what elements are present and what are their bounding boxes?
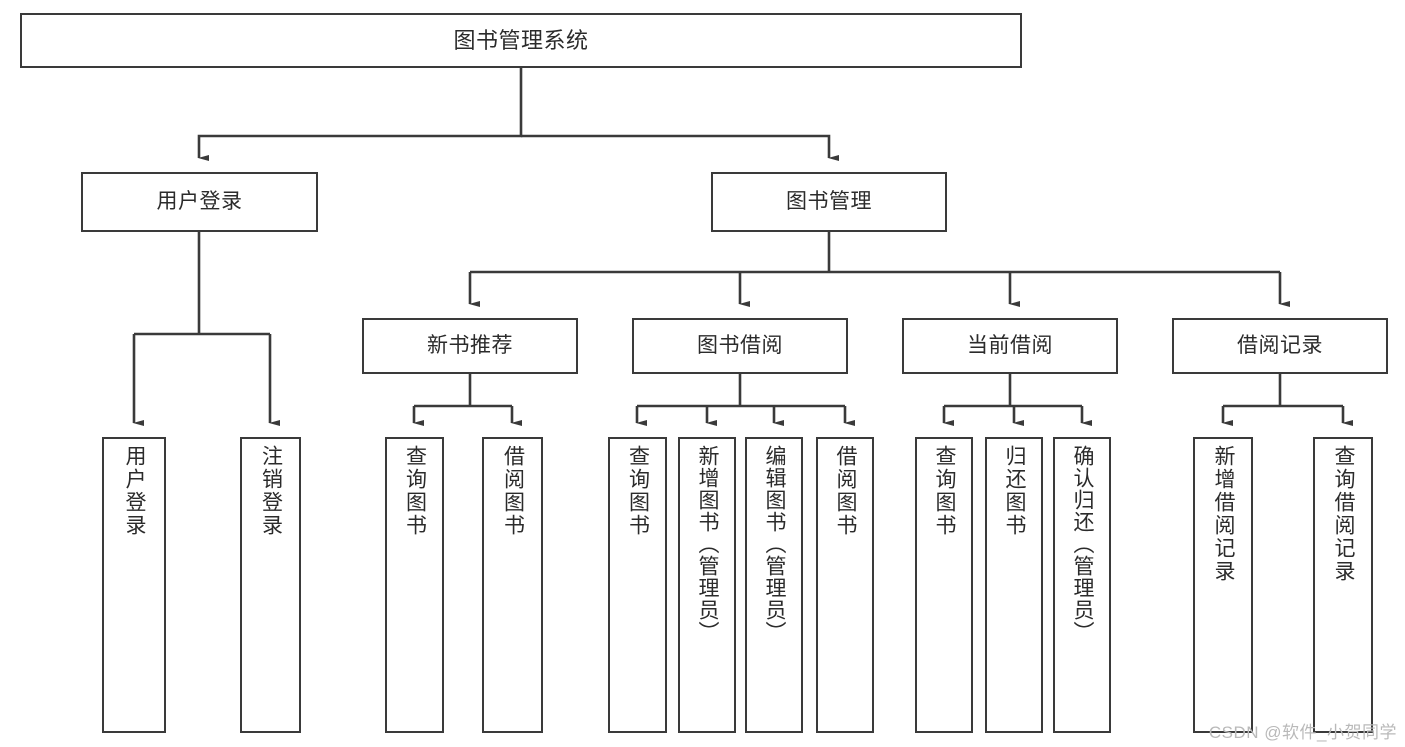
edge-root-to-book-manage	[521, 134, 839, 161]
node-leaf-user-login[interactable]: 用户登录	[102, 437, 166, 733]
node-label: 图书借阅	[697, 333, 783, 357]
node-label: 新增借阅记录	[1212, 445, 1236, 583]
node-label: 借阅图书	[501, 445, 525, 537]
node-leaf-confirm-return-admin[interactable]: 确认归还（管理员）	[1053, 437, 1111, 733]
node-book-manage[interactable]: 图书管理	[711, 172, 947, 232]
node-label: 新增图书（管理员）	[696, 445, 720, 643]
node-user-login[interactable]: 用户登录	[81, 172, 318, 232]
node-label: 用户登录	[123, 445, 147, 537]
node-label: 确认归还（管理员）	[1071, 445, 1095, 643]
node-leaf-query-book-recommend[interactable]: 查询图书	[385, 437, 444, 733]
node-root-system[interactable]: 图书管理系统	[20, 13, 1022, 68]
node-current-borrow[interactable]: 当前借阅	[902, 318, 1118, 374]
edge-root-to-user-login	[197, 68, 523, 161]
node-leaf-add-borrow-record[interactable]: 新增借阅记录	[1193, 437, 1253, 733]
node-book-borrow[interactable]: 图书借阅	[632, 318, 848, 374]
node-label: 当前借阅	[967, 333, 1053, 357]
node-label: 图书管理	[786, 189, 872, 213]
node-leaf-return-book[interactable]: 归还图书	[985, 437, 1043, 733]
node-label: 借阅图书	[834, 445, 858, 537]
node-leaf-query-borrow-record[interactable]: 查询借阅记录	[1313, 437, 1373, 733]
node-leaf-logout[interactable]: 注销登录	[240, 437, 301, 733]
node-label: 查询图书	[933, 445, 957, 537]
node-new-book-recommend[interactable]: 新书推荐	[362, 318, 578, 374]
node-leaf-add-book-admin[interactable]: 新增图书（管理员）	[678, 437, 736, 733]
node-label: 查询图书	[626, 445, 650, 537]
node-borrow-record[interactable]: 借阅记录	[1172, 318, 1388, 374]
node-label: 新书推荐	[427, 333, 513, 357]
node-label: 用户登录	[156, 189, 243, 213]
node-label: 借阅记录	[1237, 333, 1323, 357]
watermark-text: CSDN @软件_小贺同学	[1208, 723, 1397, 742]
node-label: 编辑图书（管理员）	[763, 445, 787, 643]
node-label: 查询借阅记录	[1332, 445, 1356, 583]
node-leaf-borrow-book[interactable]: 借阅图书	[816, 437, 874, 733]
node-label: 归还图书	[1003, 445, 1027, 537]
node-label: 图书管理系统	[453, 27, 589, 53]
node-leaf-query-book-borrow[interactable]: 查询图书	[608, 437, 667, 733]
node-label: 查询图书	[403, 445, 427, 537]
node-leaf-query-book-current[interactable]: 查询图书	[915, 437, 973, 733]
node-label: 注销登录	[259, 445, 283, 537]
node-leaf-edit-book-admin[interactable]: 编辑图书（管理员）	[745, 437, 803, 733]
node-leaf-borrow-book-recommend[interactable]: 借阅图书	[482, 437, 543, 733]
